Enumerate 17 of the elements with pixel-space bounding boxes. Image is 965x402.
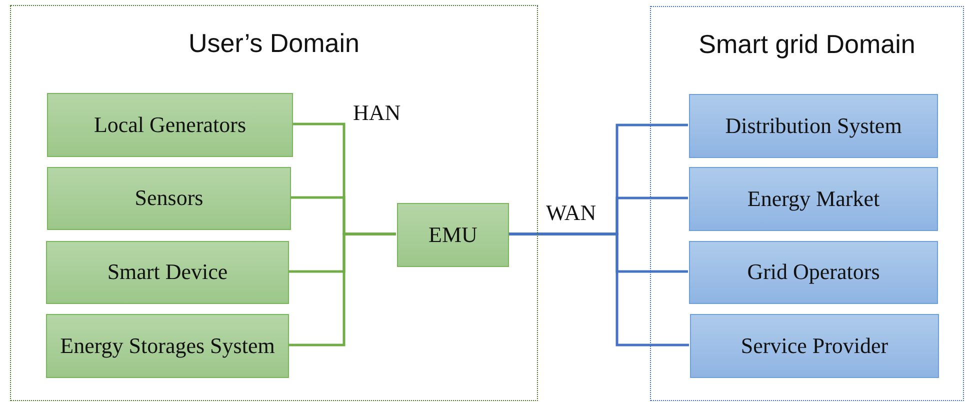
network-label: HAN [353,100,401,126]
process-box: Service Provider [690,314,939,378]
process-box: Energy Market [689,167,938,231]
process-box: Local Generators [47,93,293,157]
process-box: Energy Storages System [46,314,289,378]
process-box: Sensors [47,167,291,230]
domain-panel [10,5,538,401]
process-box: Smart Device [46,241,289,304]
process-box: Distribution System [689,94,938,158]
process-box: EMU [397,203,509,267]
domain-panel [650,6,964,401]
connector-line [288,232,396,346]
connector-line [508,232,689,346]
domain-title: Smart grid Domain [698,29,916,59]
network-label: WAN [546,200,596,226]
domain-title: User’s Domain [188,28,360,58]
process-box: Grid Operators [689,241,938,304]
